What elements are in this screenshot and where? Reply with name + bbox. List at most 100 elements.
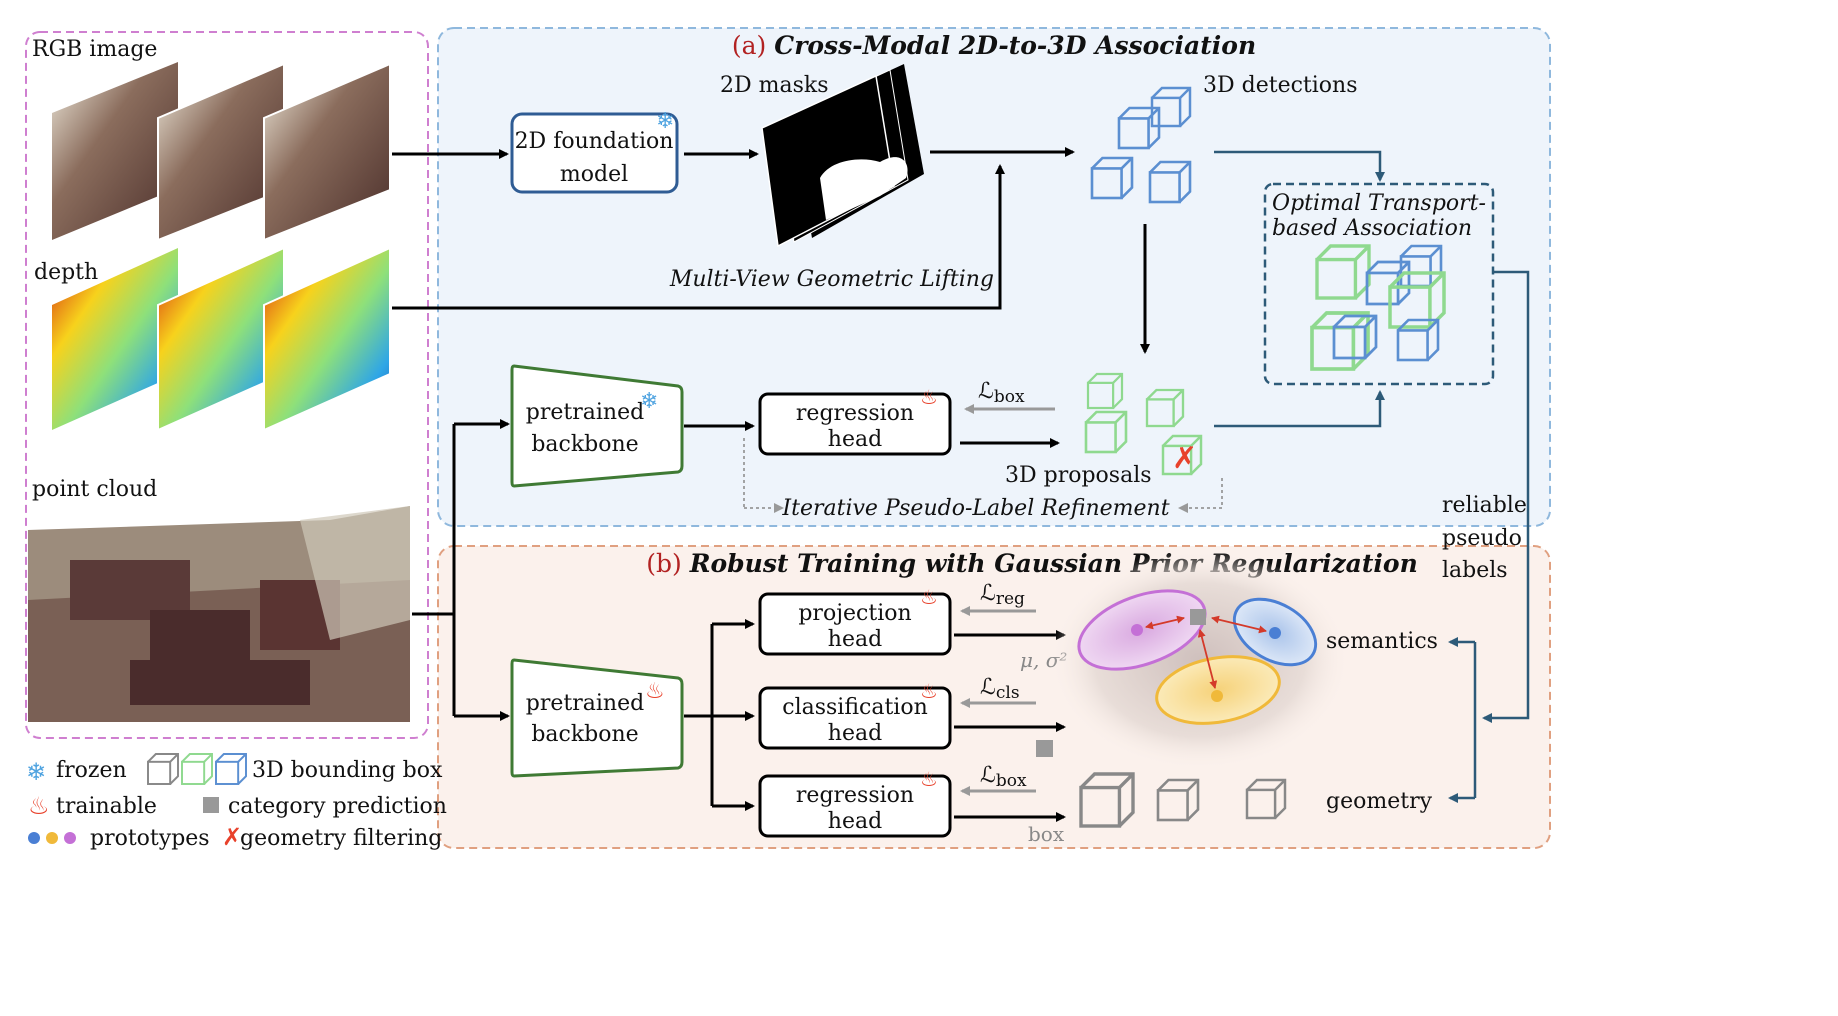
flame-icon: ♨ (645, 679, 665, 704)
semantics-label: semantics (1326, 629, 1438, 654)
reliable-line2: pseudo (1442, 526, 1522, 551)
query-square (1190, 609, 1206, 625)
refine-label: Iterative Pseudo-Label Refinement (781, 496, 1169, 521)
flame-icon: ♨ (920, 385, 938, 409)
refinement-loop: Iterative Pseudo-Label Refinement (743, 438, 1223, 521)
loss-symbol: ℒ (980, 675, 996, 700)
point-cloud-label: point cloud (32, 477, 157, 502)
cross-mark-icon: ✗ (222, 823, 242, 851)
reghead-a-line1: regression (796, 401, 914, 426)
loss-cls-label: ℒcls (980, 675, 1020, 703)
proposals-to-ot-arrow (1214, 390, 1385, 428)
ot-association-box: Optimal Transport- based Association (1263, 182, 1495, 386)
prototype-purple (1131, 624, 1143, 636)
prototype-dot-purple-icon (64, 832, 76, 844)
category-square-icon (1036, 740, 1053, 757)
loss-box-b-label: ℒbox (980, 763, 1027, 791)
section-b-title-text: Robust Training with Gaussian Prior Regu… (689, 549, 1418, 578)
flame-icon: ♨ (920, 679, 938, 703)
box-label: box (1028, 822, 1065, 846)
foundation-model-line1: 2D foundation (515, 129, 674, 154)
rgb-image-label: RGB image (32, 37, 157, 62)
cube-gray-icon (147, 753, 179, 785)
lifting-label: Multi-View Geometric Lifting (669, 267, 994, 292)
section-b-letter: (b) (646, 549, 682, 578)
distance-arrow (1197, 629, 1218, 689)
loss-symbol: ℒ (980, 581, 996, 606)
loss-subscript: cls (996, 683, 1020, 703)
depth-label: depth (34, 260, 98, 285)
flame-icon: ♨ (920, 767, 938, 791)
reghead-a-line2: head (828, 427, 882, 452)
ot-line2: based Association (1272, 216, 1472, 241)
foundation-model-box: ❄ 2D foundation model (510, 109, 679, 194)
reliable-line3: labels (1442, 558, 1508, 583)
flame-icon: ♨ (28, 792, 50, 820)
ot-line1: Optimal Transport- (1272, 191, 1486, 216)
snowflake-icon: ❄ (656, 109, 674, 134)
frozen-backbone-box: ❄ pretrained backbone (510, 364, 684, 488)
cube-blue-icon (215, 753, 247, 785)
regression-head-b-box: ♨ regression head (758, 767, 952, 838)
legend-trainable-label: trainable (56, 794, 157, 819)
ot-to-supervision-arrow (1482, 270, 1530, 723)
projection-head-box: ♨ projection head (758, 585, 952, 656)
prototype-blue (1269, 627, 1281, 639)
distance-arrow (1145, 615, 1185, 630)
frozen-backbone-line2: backbone (531, 432, 638, 457)
trainable-backbone-line2: backbone (531, 722, 638, 747)
distance-arrow (1211, 615, 1267, 634)
loss-subscript: box (996, 771, 1027, 791)
category-square-icon (203, 797, 219, 813)
prototype-dot-blue-icon (28, 832, 40, 844)
loss-symbol: ℒ (980, 763, 996, 788)
flame-icon: ♨ (920, 585, 938, 609)
detections-to-ot-arrow (1214, 150, 1385, 182)
loss-box-a-label: ℒbox (978, 379, 1025, 407)
loss-symbol: ℒ (978, 379, 994, 404)
regression-head-a-box: ♨ regression head (758, 385, 952, 456)
legend-frozen-label: frozen (56, 758, 127, 783)
classification-head-box: ♨ classification head (758, 679, 952, 750)
reghead-b-line1: regression (796, 783, 914, 808)
prototype-dot-yellow-icon (46, 832, 58, 844)
legend-filter-label: geometry filtering (240, 826, 442, 851)
input-panel (25, 31, 429, 739)
loss-reg-label: ℒreg (980, 581, 1025, 609)
loss-subscript: box (994, 387, 1025, 407)
legend: ❄ frozen ♨ trainable prototypes 3D bound… (26, 753, 447, 851)
legend-category-label: category prediction (228, 794, 447, 819)
frozen-backbone-line1: pretrained (526, 400, 644, 425)
snowflake-icon: ❄ (26, 758, 46, 786)
loss-subscript: reg (996, 589, 1025, 609)
reliable-line1: reliable (1442, 493, 1527, 518)
detections-label: 3D detections (1203, 73, 1358, 98)
section-a-title-text: Cross-Modal 2D-to-3D Association (774, 31, 1256, 60)
gaussian-prototypes (1050, 550, 1350, 770)
prototype-yellow (1211, 690, 1223, 702)
clshead-line2: head (828, 721, 882, 746)
mask-stack (761, 64, 924, 248)
projhead-line2: head (828, 627, 882, 652)
cube-green-icon (181, 753, 213, 785)
foundation-model-line2: model (560, 162, 628, 187)
snowflake-icon: ❄ (640, 389, 658, 414)
section-b-title: (b)Robust Training with Gaussian Prior R… (646, 549, 1418, 578)
projhead-line1: projection (798, 601, 911, 626)
depth-map-stack (52, 246, 391, 432)
reghead-b-line2: head (828, 809, 882, 834)
masks-label: 2D masks (720, 73, 829, 98)
trainable-backbone-line1: pretrained (526, 691, 644, 716)
legend-bbox-label: 3D bounding box (252, 758, 443, 783)
section-a-title: (a) Cross-Modal 2D-to-3D Association (732, 31, 1256, 60)
legend-prototypes-label: prototypes (90, 826, 210, 851)
filtered-cross-icon: ✗ (1172, 441, 1197, 476)
trainable-backbone-box: ♨ pretrained backbone (510, 658, 684, 778)
depth-to-lifting-arrow (392, 164, 1005, 310)
proposals-label: 3D proposals (1005, 463, 1152, 488)
clshead-line1: classification (782, 695, 928, 720)
section-a-letter: (a) (732, 31, 766, 60)
rgb-image-stack (52, 62, 391, 242)
geometry-label: geometry (1326, 789, 1433, 814)
